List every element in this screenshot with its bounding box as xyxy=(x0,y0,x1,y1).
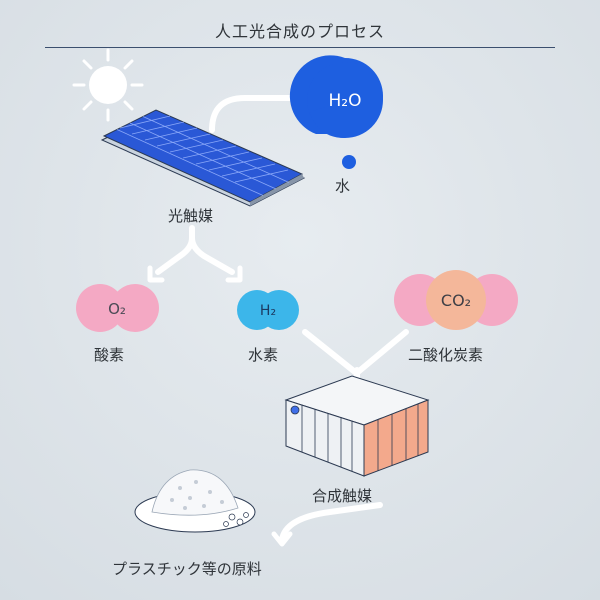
flow-arrow-to-oxygen xyxy=(155,235,195,275)
synthesis-catalyst-label: 合成触媒 xyxy=(312,487,373,505)
flow-arrow-water-to-panel xyxy=(209,95,303,133)
hydrogen-molecule: H₂ xyxy=(237,290,299,330)
co2-molecule: CO₂ xyxy=(394,270,518,330)
solar-panel-icon xyxy=(100,109,306,207)
material-pile-icon xyxy=(134,469,256,533)
h2o-label: H₂O xyxy=(329,91,362,111)
arrowhead-hydrogen xyxy=(225,265,243,283)
title-divider xyxy=(45,47,555,48)
oxygen-label: 酸素 xyxy=(94,346,125,364)
photocatalyst-label: 光触媒 xyxy=(168,207,214,225)
water-label: 水 xyxy=(335,177,351,195)
arrowhead-oxygen xyxy=(147,265,165,283)
o2-label: O₂ xyxy=(108,300,126,318)
page-title: 人工光合成のプロセス xyxy=(214,22,385,41)
co2-name-label: 二酸化炭素 xyxy=(408,346,484,364)
raw-material-label: プラスチック等の原料 xyxy=(112,560,262,578)
reactor-icon xyxy=(284,375,430,477)
flow-arrow-from-co2 xyxy=(355,329,409,375)
co2-label: CO₂ xyxy=(441,291,471,310)
oxygen-molecule: O₂ xyxy=(76,284,159,332)
flow-arrow-to-material xyxy=(279,502,383,543)
arrowhead-material xyxy=(271,531,293,547)
water-drop-icon: H₂O xyxy=(289,55,383,169)
h2-label: H₂ xyxy=(260,303,276,319)
flow-arrow-to-hydrogen xyxy=(189,235,235,275)
sun-icon xyxy=(72,48,144,122)
flow-arrow-from-hydrogen xyxy=(302,329,358,375)
hydrogen-label: 水素 xyxy=(248,346,279,364)
